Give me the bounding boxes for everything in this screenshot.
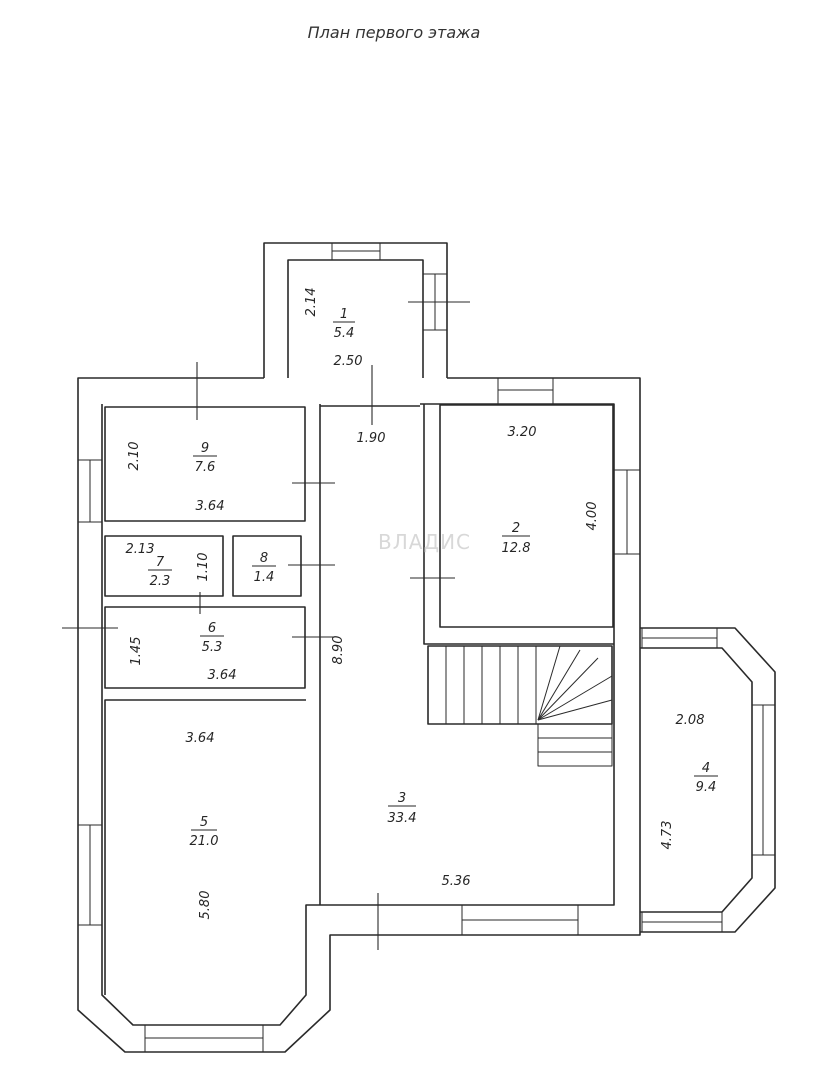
room-6-outline bbox=[104, 606, 306, 689]
room-area: 2.3 bbox=[150, 574, 171, 589]
door-marks bbox=[62, 301, 470, 950]
dim-r1-width: 2.50 bbox=[334, 354, 363, 369]
room-area: 1.4 bbox=[254, 570, 275, 585]
room-area: 12.8 bbox=[502, 541, 531, 556]
main-inner-wall bbox=[101, 403, 615, 1026]
room-number: 3 bbox=[398, 791, 406, 806]
watermark-text: ВЛАДИС bbox=[378, 530, 471, 554]
dim-r4-width: 2.08 bbox=[676, 713, 705, 728]
dim-r6-width: 3.64 bbox=[208, 668, 237, 683]
dim-r7-height: 1.10 bbox=[196, 553, 211, 582]
room-2-label: 2 12.8 bbox=[502, 521, 531, 556]
staircase-steps bbox=[445, 645, 613, 767]
room-6-label: 6 5.3 bbox=[200, 621, 224, 655]
staircase-outline bbox=[427, 645, 613, 725]
room-5-outline bbox=[104, 699, 306, 995]
room-8-label: 8 1.4 bbox=[252, 551, 276, 585]
room-area: 9.4 bbox=[696, 780, 717, 795]
room-number: 7 bbox=[156, 555, 165, 570]
room-2-partition bbox=[423, 404, 614, 645]
room-area: 21.0 bbox=[190, 834, 219, 849]
room-area: 5.3 bbox=[202, 640, 223, 655]
dim-r5-height: 5.80 bbox=[198, 891, 213, 920]
plan-title: План первого этажа bbox=[308, 23, 481, 42]
room-number: 4 bbox=[702, 761, 710, 776]
room-number: 2 bbox=[512, 521, 520, 536]
room-area: 5.4 bbox=[334, 326, 355, 341]
room-number: 8 bbox=[260, 551, 268, 566]
room-3-label: 3 33.4 bbox=[388, 791, 417, 826]
dim-corridor-width: 1.90 bbox=[357, 431, 386, 446]
dim-r9-width: 3.64 bbox=[196, 499, 225, 514]
dim-r9-height: 2.10 bbox=[127, 442, 142, 471]
dim-r7-width: 2.13 bbox=[126, 542, 155, 557]
dim-r4-height: 4.73 bbox=[660, 821, 675, 850]
dim-r6-height: 1.45 bbox=[129, 637, 144, 666]
dim-r3-width: 5.36 bbox=[442, 874, 471, 889]
room-7-outline bbox=[104, 535, 224, 597]
dim-r2-width: 3.20 bbox=[508, 425, 537, 440]
room-number: 5 bbox=[200, 815, 208, 830]
dim-r5-width: 3.64 bbox=[186, 731, 215, 746]
dim-r1-height: 2.14 bbox=[304, 288, 319, 317]
room-9-outline bbox=[104, 406, 306, 522]
room-5-label: 5 21.0 bbox=[190, 815, 219, 849]
room-4-label: 4 9.4 bbox=[694, 761, 718, 795]
room-number: 1 bbox=[340, 307, 348, 322]
dim-hall-length: 8.90 bbox=[331, 636, 346, 665]
room-area: 33.4 bbox=[388, 811, 417, 826]
main-outer-wall bbox=[77, 377, 641, 1053]
room-9-label: 9 7.6 bbox=[193, 441, 217, 475]
room-number: 6 bbox=[208, 621, 216, 636]
room-7-label: 7 2.3 bbox=[148, 555, 172, 589]
room-number: 9 bbox=[201, 441, 209, 456]
room-8-outline bbox=[232, 535, 302, 597]
windows bbox=[77, 242, 776, 1053]
room-1-label: 1 5.4 bbox=[333, 307, 355, 341]
room-2-outline bbox=[439, 404, 614, 628]
room-area: 7.6 bbox=[195, 460, 216, 475]
dim-r2-height: 4.00 bbox=[585, 502, 600, 531]
